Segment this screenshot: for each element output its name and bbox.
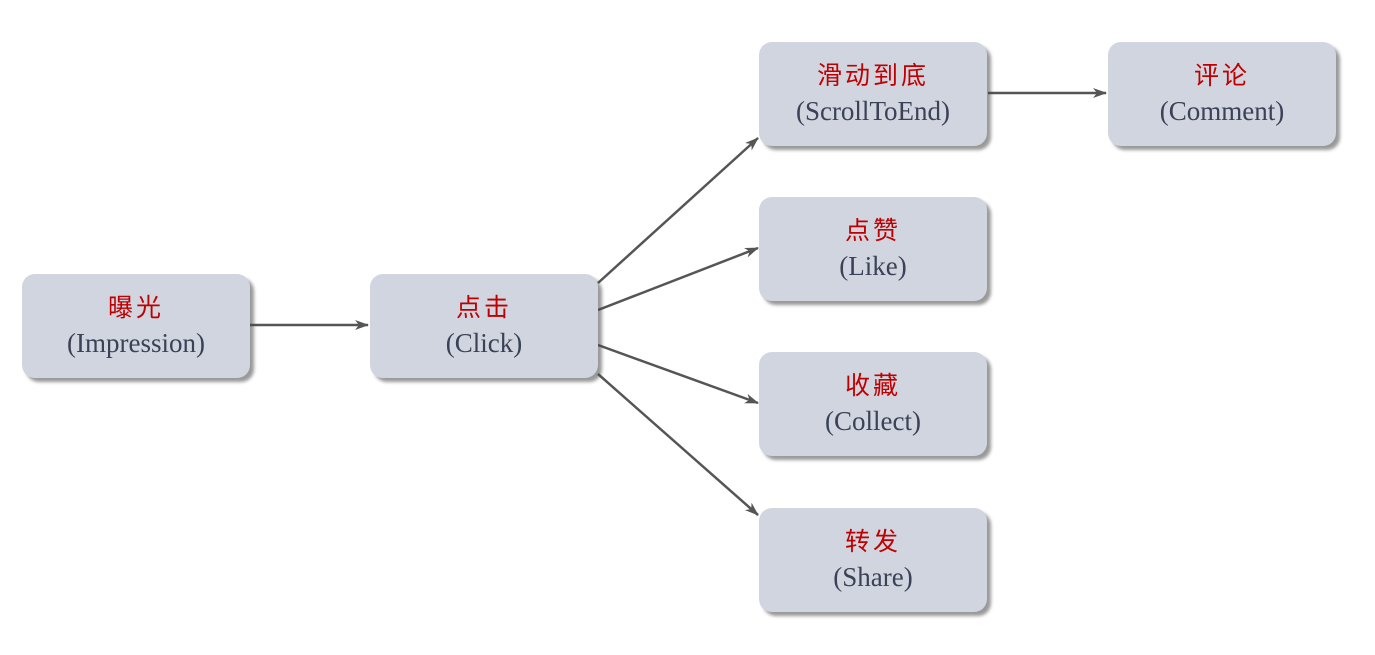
node-impression: 曝光 (Impression) (22, 274, 250, 378)
node-scroll-cn-label: 滑动到底 (816, 61, 929, 90)
node-click-cn-label: 点击 (455, 293, 512, 322)
node-share-cn-label: 转发 (844, 527, 901, 556)
node-click: 点击 (Click) (370, 274, 598, 378)
node-collect-cn-label: 收藏 (844, 371, 901, 400)
node-collect: 收藏 (Collect) (759, 352, 987, 456)
node-impression-cn-label: 曝光 (107, 293, 164, 322)
node-comment-cn-label: 评论 (1193, 61, 1250, 90)
node-share-en-label: (Share) (833, 562, 913, 592)
node-click-en-label: (Click) (445, 328, 523, 358)
node-comment-en-label: (Comment) (1159, 96, 1285, 126)
node-share: 转发 (Share) (759, 508, 987, 612)
node-like: 点赞 (Like) (759, 197, 987, 301)
edge-click-scroll (597, 137, 759, 284)
edge-click-collect (597, 343, 759, 405)
node-comment: 评论 (Comment) (1108, 42, 1336, 146)
node-collect-en-label: (Collect) (825, 406, 921, 436)
node-like-en-label: (Like) (839, 251, 907, 281)
node-like-cn-label: 点赞 (844, 216, 901, 245)
edge-click-share (597, 373, 759, 516)
node-scroll-en-label: (ScrollToEnd) (795, 96, 951, 126)
node-impression-en-label: (Impression) (67, 328, 205, 358)
edge-click-like (597, 246, 759, 312)
node-scroll-to-end: 滑动到底 (ScrollToEnd) (759, 42, 987, 146)
